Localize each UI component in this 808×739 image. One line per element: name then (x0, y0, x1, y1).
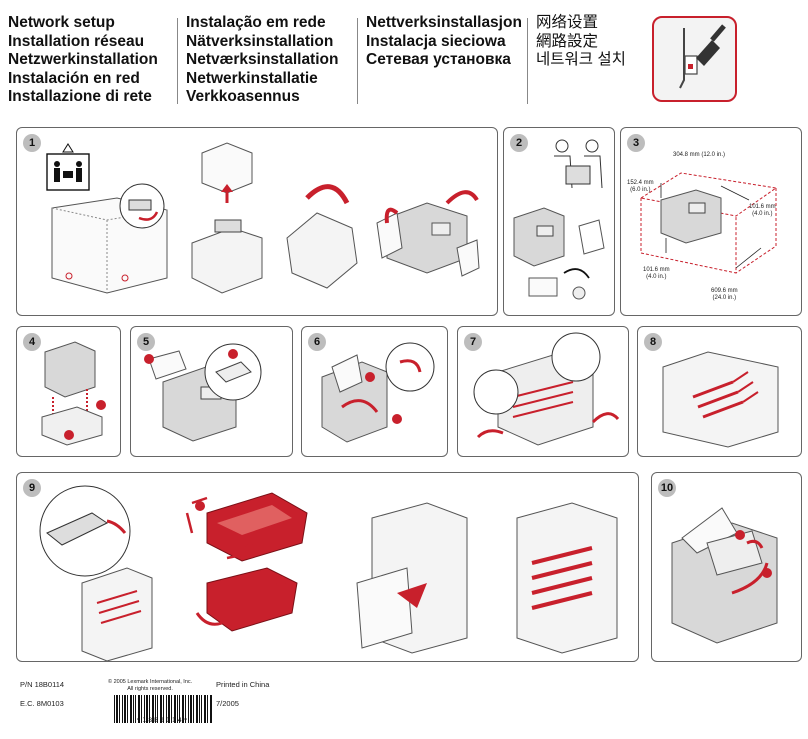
title-network-setup-nl: Netwerkinstallatie (186, 69, 318, 87)
step-4-panel: 4 (16, 326, 121, 457)
title-network-setup-zh-cn: 网络设置 (536, 14, 599, 31)
barcode (114, 695, 212, 723)
step-number: 10 (658, 479, 676, 497)
remove-packing-illustration (473, 332, 620, 446)
title-network-setup-ko: 네트워크 설치 (536, 51, 626, 69)
remove-tape-illustration (662, 351, 779, 448)
title-network-setup-ru: Сетевая установка (366, 51, 511, 69)
clearance-diagram (639, 172, 778, 274)
step-2-panel: 2 (503, 127, 615, 316)
ethernet-cable-icon (679, 24, 726, 89)
clearance-left-label: 152.4 mm (6.0 in.) (627, 180, 654, 193)
clearance-bottom-left-label: 101.6 mm (4.0 in.) (643, 267, 670, 280)
title-network-setup-da: Netværksinstallation (186, 51, 339, 69)
copyright-line-2: All rights reserved. (127, 686, 173, 692)
step-8-panel: 8 (637, 326, 802, 457)
step-3-panel: 3 304.8 mm (12.0 in.) 152.4 mm (6.0 in.)… (620, 127, 802, 316)
part-number: P/N 18B0114 (20, 680, 65, 689)
title-separator (177, 18, 178, 104)
title-column-1: Network setup Installation réseau Netzwe… (8, 14, 158, 107)
clearance-bottom-right-label: 609.6 mm (24.0 in.) (711, 288, 738, 301)
open-door-illustration (321, 342, 435, 443)
title-separator (357, 18, 358, 104)
title-network-setup-pt: Instalação em rede (186, 14, 326, 31)
step-1-panel: 1 (16, 127, 498, 316)
close-door-illustration (671, 507, 778, 644)
tray-extension-illustration (144, 343, 262, 442)
tray-install-illustration (41, 341, 106, 446)
ec-number: E.C. 8M0103 (20, 699, 64, 708)
contents-illustration (513, 139, 605, 300)
print-date: 7/2005 (216, 699, 239, 708)
photoconductor-install-illustration (39, 485, 618, 661)
step-5-panel: 5 (130, 326, 293, 457)
title-network-setup-pl: Instalacja sieciowa (366, 32, 506, 50)
title-separator (527, 18, 528, 104)
step-number: 3 (627, 134, 645, 152)
clearance-top-label: 304.8 mm (12.0 in.) (673, 152, 726, 158)
step-7-panel: 7 (457, 326, 629, 457)
step-number: 7 (464, 333, 482, 351)
copyright: © 2005 Lexmark International, Inc. All r… (108, 679, 192, 693)
step-number: 5 (137, 333, 155, 351)
step-number: 8 (644, 333, 662, 351)
unpacking-illustration (46, 142, 480, 294)
step-10-panel: 10 (651, 472, 802, 662)
printed-in: Printed in China (216, 680, 270, 689)
step-number: 9 (23, 479, 41, 497)
copyright-line-1: © 2005 Lexmark International, Inc. (108, 679, 193, 685)
title-network-setup-de: Netzwerkinstallation (8, 51, 158, 69)
step-number: 4 (23, 333, 41, 351)
title-network-setup-no: Nettverksinstallasjon (366, 14, 522, 31)
title-network-setup-it: Installazione di rete (8, 88, 152, 106)
title-network-setup-en: Network setup (8, 14, 115, 31)
step-number: 6 (308, 333, 326, 351)
step-number: 1 (23, 134, 41, 152)
step-number: 2 (510, 134, 528, 152)
barcode-text: *18B0114* (136, 716, 190, 724)
title-network-setup-zh-tw: 網路設定 (536, 32, 599, 50)
title-column-4: 网络设置 網路設定 네트워크 설치 (536, 14, 626, 70)
clearance-right-label: 101.6 mm (4.0 in.) (749, 204, 776, 217)
title-column-2: Instalação em rede Nätverksinstallation … (186, 14, 338, 107)
title-network-setup-sv: Nätverksinstallation (186, 32, 334, 50)
step-6-panel: 6 (301, 326, 448, 457)
network-cable-badge (652, 16, 737, 102)
title-network-setup-es: Instalación en red (8, 69, 140, 87)
step-9-panel: 9 (16, 472, 639, 662)
title-column-3: Nettverksinstallasjon Instalacja sieciow… (366, 14, 522, 70)
title-network-setup-fr: Installation réseau (8, 32, 145, 50)
title-network-setup-fi: Verkkoasennus (186, 88, 300, 106)
